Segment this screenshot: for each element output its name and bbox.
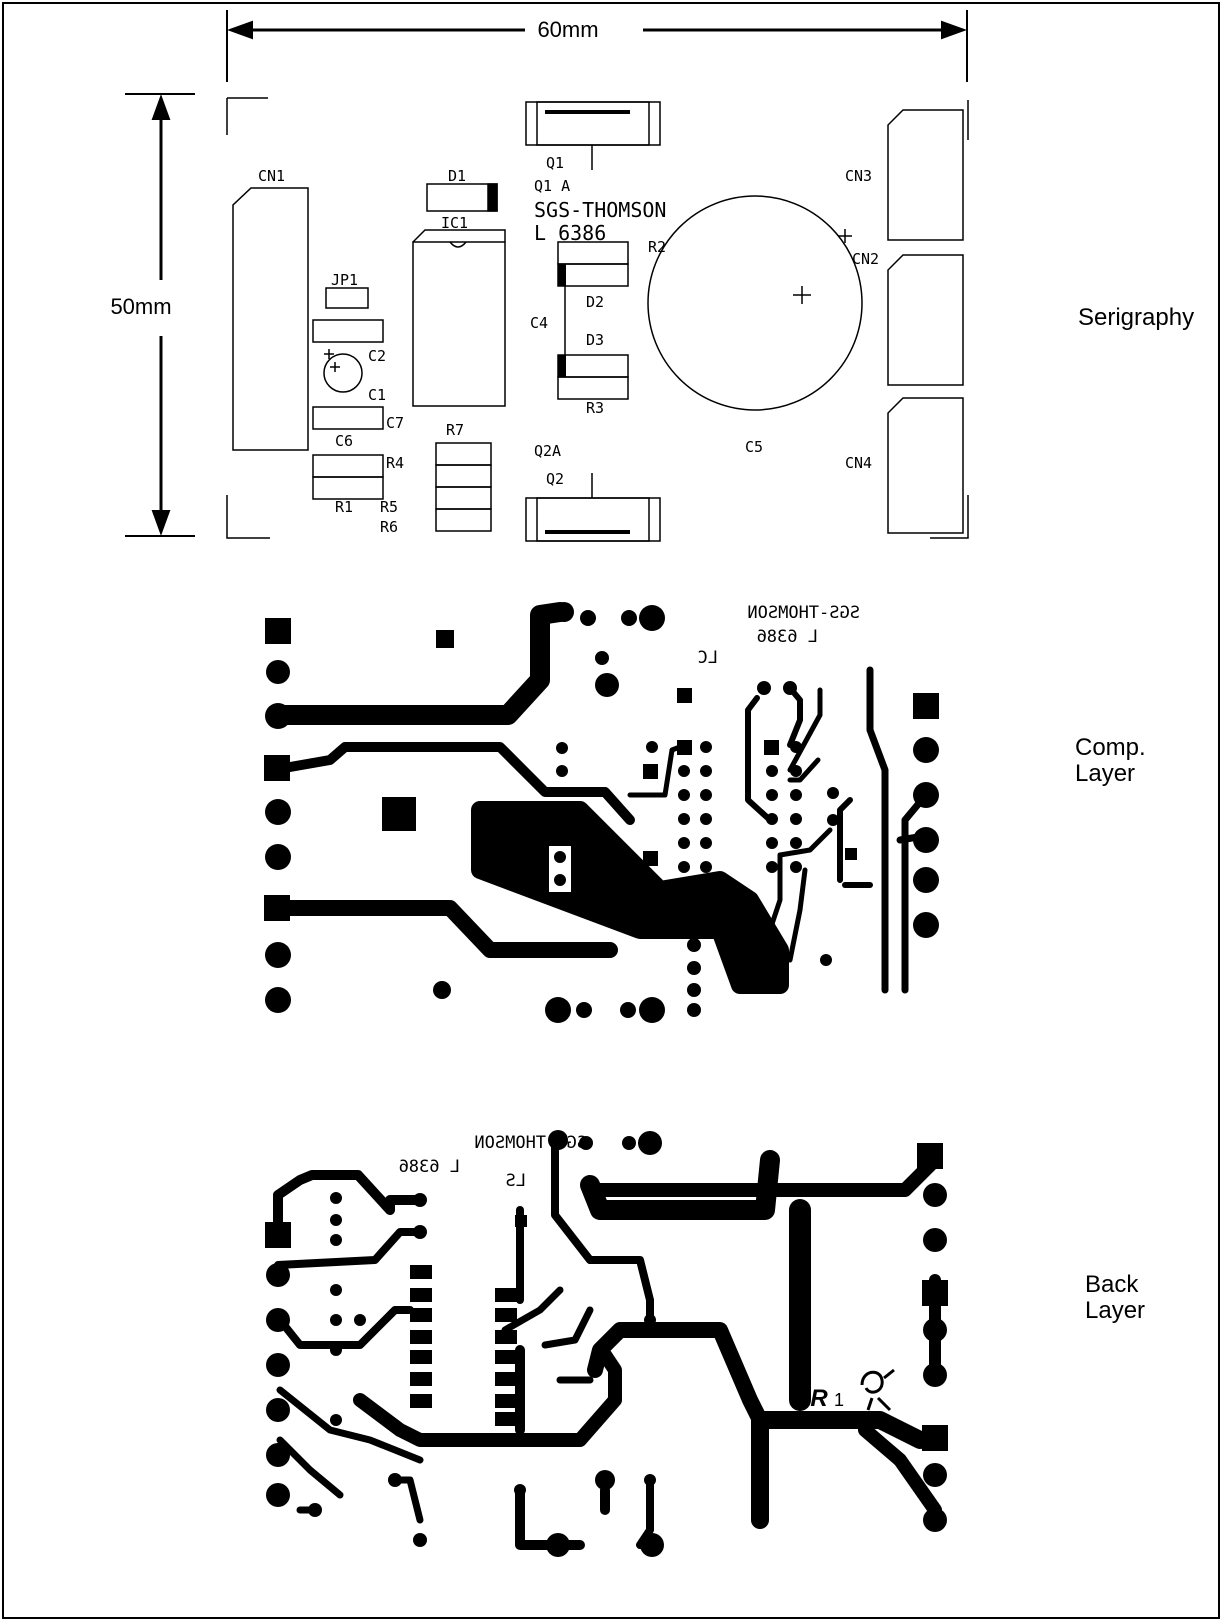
r5-label: R5 [380, 498, 398, 516]
d2-label: D2 [586, 293, 604, 311]
serigraphy-outlines [226, 97, 969, 542]
comp-layer-holes [547, 844, 573, 894]
back-part-text: L 6386 [399, 1157, 460, 1177]
c4-label: C4 [530, 314, 548, 332]
q2a-label: Q2A [534, 442, 561, 460]
r2-label: R2 [648, 238, 666, 256]
c6-label: C6 [335, 432, 353, 450]
q1a-label: Q1 A [534, 177, 570, 195]
back-brand-text: SGS-THOMSON [474, 1133, 587, 1153]
comp-layer-label: Comp. Layer [1075, 734, 1146, 787]
cn2-label: CN2 [852, 250, 879, 268]
dimension-lines [125, 10, 968, 537]
r3-label: R3 [586, 399, 604, 417]
r6-label: R6 [380, 518, 398, 536]
serigraphy-label: Serigraphy [1078, 304, 1195, 331]
serigraphy-crosses [324, 229, 852, 372]
c2-label: C2 [368, 347, 386, 365]
c1-label: C1 [368, 386, 386, 404]
comp-layer-mirrored-text: SGS-THOMSON L 6386 LC [698, 603, 860, 668]
back-layer-traces [273, 1136, 942, 1550]
comp-layer-traces [266, 602, 934, 994]
ic1-label: IC1 [441, 214, 468, 232]
back-number-mark: 1 [834, 1390, 844, 1410]
cn4-label: CN4 [845, 454, 872, 472]
c7-label: C7 [386, 414, 404, 432]
back-logo-icon [860, 1368, 895, 1412]
c5-label: C5 [745, 438, 763, 456]
serigraphy-fills [545, 110, 630, 534]
height-dimension-label: 50mm [110, 294, 171, 319]
cn3-label: CN3 [845, 167, 872, 185]
serigraphy-part-label: L 6386 [534, 221, 606, 245]
width-dimension-label: 60mm [537, 17, 598, 42]
back-layer-label: Back Layer [1085, 1271, 1146, 1324]
r1-label: R1 [335, 498, 353, 516]
r7-label: R7 [446, 421, 464, 439]
jp1-label: JP1 [331, 271, 358, 289]
comp-layer-pads [264, 602, 939, 1023]
comp-brand-text: SGS-THOMSON [747, 603, 860, 623]
back-layer-pads [265, 1130, 948, 1557]
back-code-text: LS [506, 1171, 526, 1191]
d3-label: D3 [586, 331, 604, 349]
back-ur-mark: UR [793, 1385, 828, 1412]
r4-label: R4 [386, 454, 404, 472]
d1-label: D1 [448, 167, 466, 185]
serigraphy-brand-label: SGS-THOMSON [534, 198, 666, 222]
q2-label: Q2 [546, 470, 564, 488]
q1-label: Q1 [546, 154, 564, 172]
cn1-label: CN1 [258, 167, 285, 185]
back-layer-mirrored-text: SGS-THOMSON L 6386 LS [399, 1133, 587, 1191]
comp-code-text: LC [698, 648, 718, 668]
comp-part-text: L 6386 [757, 627, 818, 647]
